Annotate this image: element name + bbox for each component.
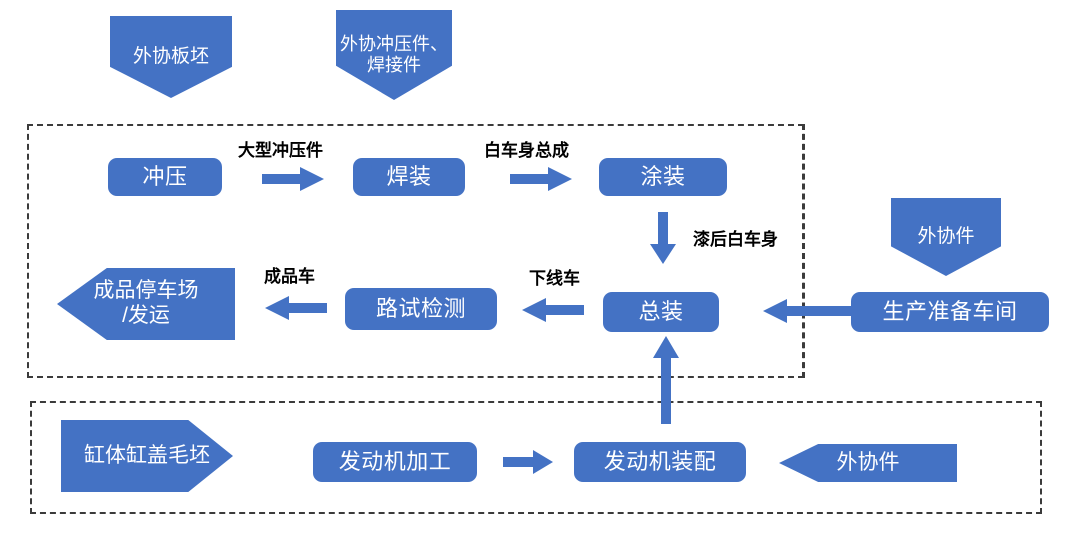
node-painting[interactable]: 涂装	[599, 158, 727, 196]
input-outsourced-parts-top-label: 外协件	[917, 225, 975, 247]
input-outsourced-parts-engine-shape[interactable]: 外协件	[779, 444, 957, 482]
input-stamping-welding-shape[interactable]: 外协冲压件、 焊接件	[336, 10, 452, 100]
edge-label-painting-assembly: 漆后白车身	[693, 230, 778, 249]
node-welding-label: 焊装	[386, 164, 432, 190]
node-engine-machining-label: 发动机加工	[338, 449, 452, 475]
node-production-prep[interactable]: 生产准备车间	[851, 292, 1049, 332]
input-outsourced-parts-engine-label: 外协件	[836, 450, 900, 474]
group-box-engine-plant	[30, 401, 1042, 514]
edge-label-welding-painting: 白车身总成	[484, 141, 569, 160]
edge-label-roadtest-lot: 成品车	[264, 267, 315, 286]
input-cylinder-blank-label: 缸体缸盖毛坯	[84, 443, 210, 467]
output-finished-lot-label: 成品停车场 /发运	[93, 279, 199, 327]
edge-label-stamping-welding: 大型冲压件	[238, 141, 323, 160]
node-engine-assembly[interactable]: 发动机装配	[574, 442, 746, 482]
node-stamping[interactable]: 冲压	[108, 158, 222, 196]
input-outsourced-parts-top-shape[interactable]: 外协件	[891, 198, 1001, 276]
arrow-up-engineasm-assembly	[653, 336, 679, 424]
arrow-down-painting-assembly	[650, 212, 676, 264]
node-final-assembly[interactable]: 总装	[603, 292, 719, 332]
node-production-prep-label: 生产准备车间	[882, 299, 1018, 325]
node-painting-label: 涂装	[640, 164, 686, 190]
arrow-right-machining-engineasm	[503, 450, 553, 474]
input-slab-label: 外协板坯	[132, 45, 209, 67]
node-stamping-label: 冲压	[142, 164, 188, 190]
arrow-left-roadtest-lot	[265, 296, 327, 320]
input-stamping-welding-label: 外协冲压件、 焊接件	[340, 33, 448, 75]
node-engine-assembly-label: 发动机装配	[603, 449, 717, 475]
node-road-test[interactable]: 路试检测	[345, 288, 497, 330]
arrow-right-stamping-welding	[262, 167, 324, 191]
input-slab-shape[interactable]: 外协板坯	[110, 16, 232, 98]
node-welding[interactable]: 焊装	[353, 158, 465, 196]
node-engine-machining[interactable]: 发动机加工	[313, 442, 477, 482]
node-road-test-label: 路试检测	[375, 296, 466, 322]
arrow-left-assembly-roadtest	[522, 298, 584, 322]
vertical-divider	[803, 124, 805, 378]
arrow-right-welding-painting	[510, 167, 572, 191]
edge-label-assembly-roadtest: 下线车	[529, 269, 580, 288]
arrow-left-prep-assembly	[763, 299, 851, 323]
node-final-assembly-label: 总装	[638, 299, 684, 325]
